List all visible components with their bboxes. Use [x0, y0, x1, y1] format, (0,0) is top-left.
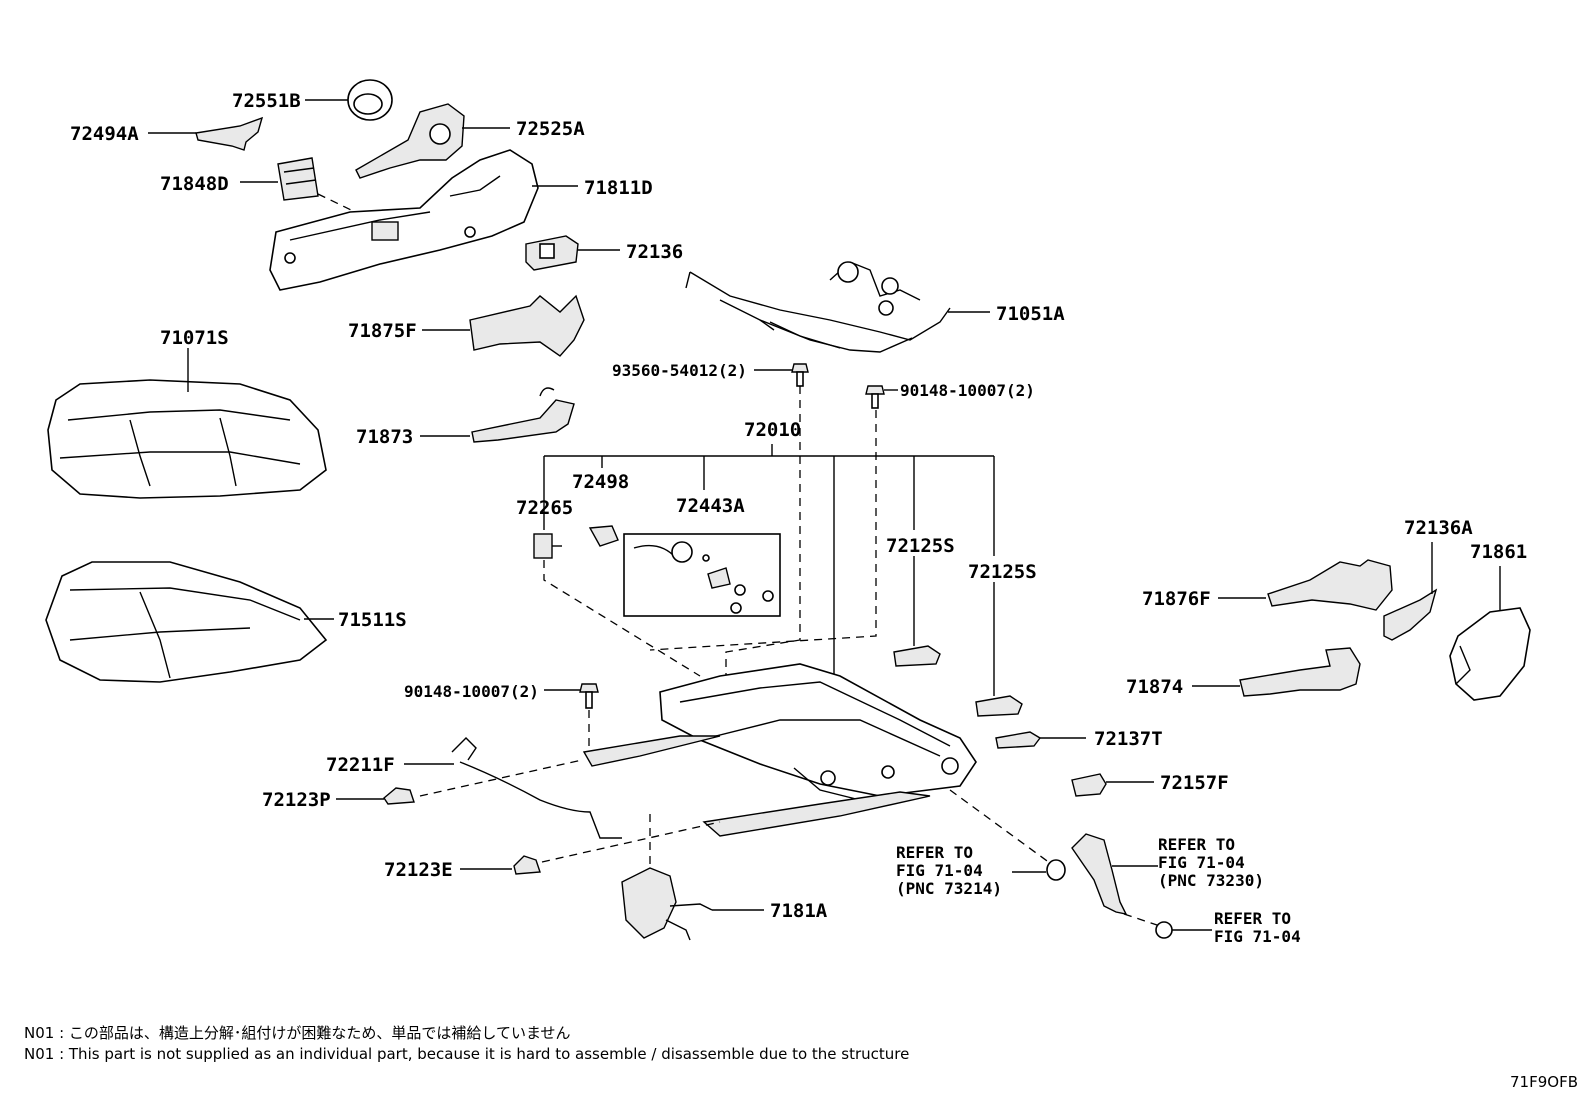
label-71861: 71861: [1470, 541, 1527, 563]
bolt-90148-upper-drawing: [865, 385, 885, 409]
label-71051A: 71051A: [996, 303, 1065, 325]
refer-3-line2: FIG 71-04: [1214, 927, 1301, 946]
part-71848D-drawing: [277, 157, 319, 201]
label-90148-lower: 90148-10007(2): [404, 682, 539, 701]
part-71875F-drawing: [469, 294, 585, 357]
label-72123E: 72123E: [384, 859, 453, 881]
part-72551B-drawing: [347, 79, 393, 121]
label-7181A: 7181A: [770, 900, 828, 922]
part-71811D-drawing: [269, 149, 539, 291]
part-71876F-drawing: [1267, 559, 1393, 611]
label-72136: 72136: [626, 241, 683, 263]
part-72494A-drawing: [195, 116, 264, 151]
note-english: N01 : This part is not supplied as an in…: [24, 1045, 910, 1063]
refer-1-line2: FIG 71-04: [896, 861, 983, 880]
part-72123P-drawing: [383, 787, 415, 805]
label-71873: 71873: [356, 426, 413, 448]
part-seat-frame-drawing: [582, 663, 977, 837]
label-71876F: 71876F: [1142, 588, 1211, 610]
part-71511S-drawing: [45, 561, 328, 683]
part-72265-drawing: [533, 533, 562, 559]
part-7181A-drawing: [621, 867, 713, 941]
label-72265: 72265: [516, 497, 573, 519]
bolt-93560-drawing: [791, 363, 809, 387]
part-72157F-drawing: [1071, 773, 1107, 797]
part-72443A-kit-box: [623, 533, 781, 617]
label-71811D: 71811D: [584, 177, 653, 199]
part-71071S-drawing: [47, 379, 327, 499]
label-90148-upper: 90148-10007(2): [900, 381, 1035, 400]
part-72525A-drawing: [355, 103, 465, 179]
label-72125S-2: 72125S: [968, 561, 1037, 583]
part-71874-drawing: [1239, 647, 1361, 697]
part-72137T-drawing: [995, 731, 1042, 749]
refer-2-line2: FIG 71-04: [1158, 853, 1245, 872]
label-71874: 71874: [1126, 676, 1183, 698]
part-72136-drawing: [525, 235, 579, 271]
refer-2-line3: (PNC 73230): [1158, 871, 1264, 890]
label-93560: 93560-54012(2): [612, 361, 747, 380]
part-71873-drawing: [471, 387, 575, 443]
label-72525A: 72525A: [516, 118, 585, 140]
label-71875F: 71875F: [348, 320, 417, 342]
part-71861-drawing: [1449, 607, 1531, 701]
refer-2-line1: REFER TO: [1158, 835, 1235, 854]
nut-part-drawing: [1155, 921, 1173, 939]
ring-part-drawing: [1046, 859, 1066, 881]
note-japanese: N01 : この部品は、構造上分解･組付けが困難なため、単品では補給していません: [24, 1024, 571, 1042]
part-72125S-1-drawing: [893, 645, 941, 667]
label-72498: 72498: [572, 471, 629, 493]
diagram-code: 71F9OFB: [1510, 1073, 1578, 1091]
part-72123E-drawing: [513, 855, 541, 875]
label-71071S: 71071S: [160, 327, 229, 349]
part-72136A-drawing: [1383, 588, 1438, 641]
label-72494A: 72494A: [70, 123, 139, 145]
refer-1-line3: (PNC 73214): [896, 879, 1002, 898]
label-72211F: 72211F: [326, 754, 395, 776]
label-71848D: 71848D: [160, 173, 229, 195]
label-72136A: 72136A: [1404, 517, 1473, 539]
label-72137T: 72137T: [1094, 728, 1163, 750]
label-71511S: 71511S: [338, 609, 407, 631]
label-72123P: 72123P: [262, 789, 331, 811]
refer-1-line1: REFER TO: [896, 843, 973, 862]
bolt-90148-lower-drawing: [579, 683, 599, 709]
part-71051A-drawing: [685, 261, 951, 353]
label-72551B: 72551B: [232, 90, 301, 112]
part-72211F-drawing: [451, 737, 622, 839]
refer-3-line1: REFER TO: [1214, 909, 1291, 928]
part-handle-drawing: [1071, 833, 1128, 915]
label-72443A: 72443A: [676, 495, 745, 517]
assembly-bracket-72010: [543, 444, 995, 676]
part-72125S-2-drawing: [975, 695, 1023, 717]
label-72010: 72010: [744, 419, 801, 441]
label-72157F: 72157F: [1160, 772, 1229, 794]
part-72498-drawing: [588, 525, 619, 547]
label-72125S-1: 72125S: [886, 535, 955, 557]
